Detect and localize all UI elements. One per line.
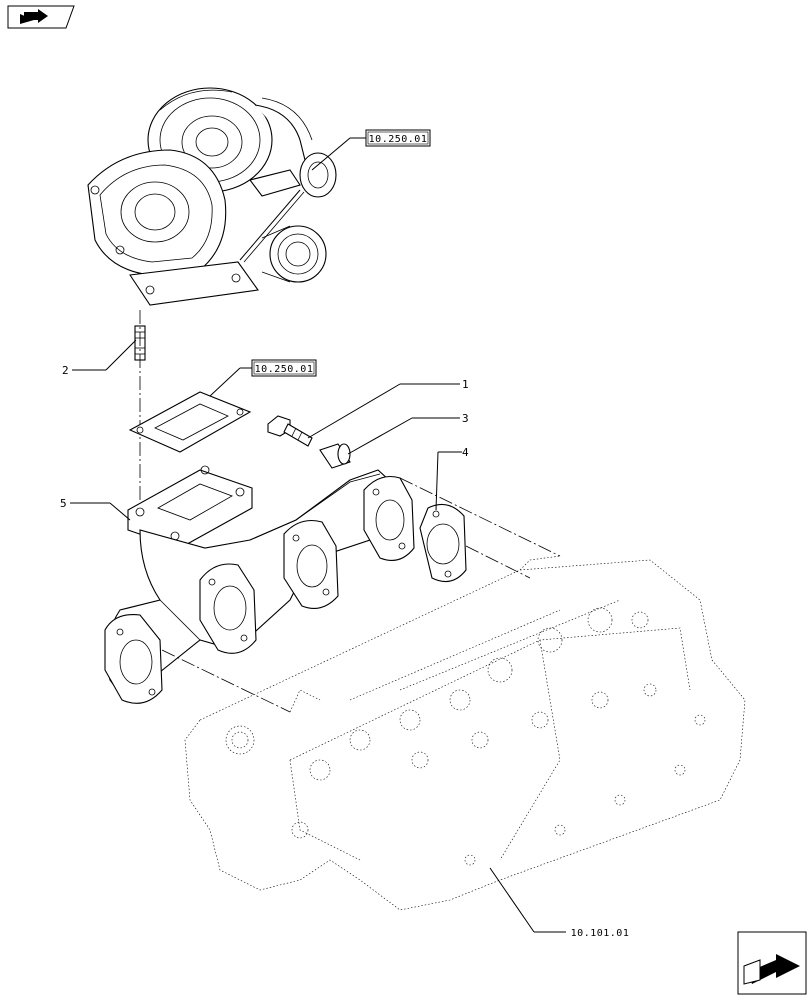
turbo-ref-label: 10.250.01	[369, 134, 428, 145]
reference-box-turbo[interactable]: 10.250.01	[365, 129, 431, 147]
head-ref-label: 10.101.01	[571, 928, 630, 939]
cylinder-head-drawing	[184, 555, 746, 911]
previous-page-arrow-icon[interactable]	[7, 5, 75, 29]
callout-1: 1	[462, 378, 469, 391]
callout-2: 2	[62, 364, 69, 377]
assembly-line-2	[399, 477, 561, 557]
reference-box-gasket[interactable]: 10.250.01	[251, 359, 317, 377]
spacer-part-3	[319, 443, 351, 469]
callout-3: 3	[462, 412, 469, 425]
exhaust-manifold-part-5	[104, 465, 415, 704]
turbocharger-drawing	[87, 87, 337, 306]
reference-text-head[interactable]: 10.101.01	[571, 928, 630, 939]
next-page-arrow-icon[interactable]	[737, 931, 807, 995]
assembly-line-3	[465, 545, 531, 579]
callout-4: 4	[462, 446, 469, 459]
gasket-ref-label: 10.250.01	[255, 364, 314, 375]
assembly-line-1	[161, 649, 291, 713]
turbo-gasket-drawing	[128, 391, 252, 453]
manifold-gasket-part-4	[419, 503, 467, 583]
screw-part-1	[267, 415, 313, 447]
leader-lines	[70, 137, 566, 933]
callout-5: 5	[60, 497, 67, 510]
